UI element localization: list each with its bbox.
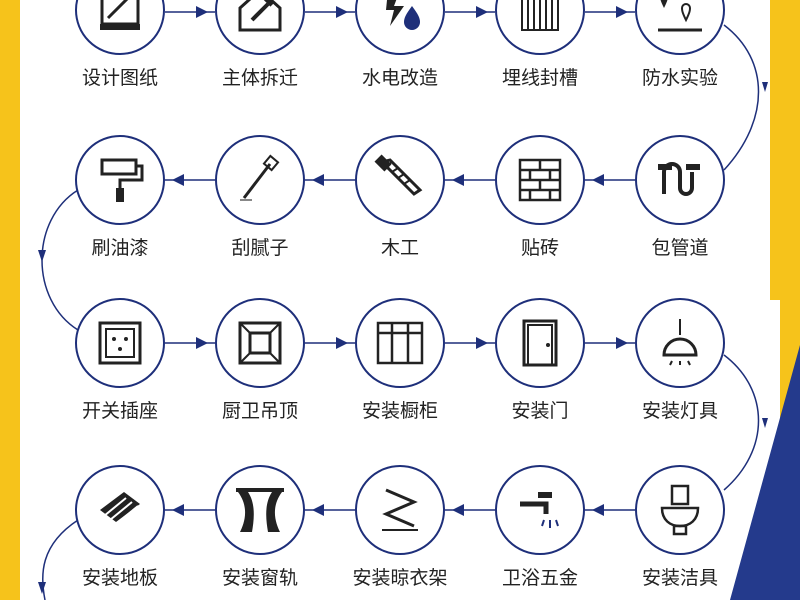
faucet-icon [520,492,559,528]
step-label: 埋线封槽 [501,67,578,89]
step-label: 开关插座 [81,400,158,422]
step-label: 安装橱柜 [361,400,438,422]
step-node [75,298,165,388]
floorboard-icon [100,492,140,525]
socket-icon [98,321,142,365]
step-label: 贴砖 [520,237,559,259]
step-label: 刷油漆 [91,237,149,259]
step-node [355,135,445,225]
clothes-rack-icon [382,488,418,531]
step-label: 刮腻子 [231,237,289,259]
toilet-icon [660,484,700,536]
paint-roller-icon [100,158,144,202]
step-node [355,298,445,388]
step-node [215,0,305,55]
ceiling-icon [238,321,282,365]
step-label: 主体拆迁 [221,67,298,89]
step-label: 卫浴五金 [501,567,578,589]
step-node [215,298,305,388]
step-label: 设计图纸 [81,67,158,89]
step-node [75,465,165,555]
cabinet-icon [376,321,424,365]
step-label: 防水实验 [641,67,718,89]
water-electric-icon [386,0,420,30]
step-node [215,465,305,555]
tile-icon [518,158,562,202]
step-node [215,135,305,225]
step-node [635,0,725,55]
putty-knife-icon [240,154,280,201]
step-label: 包管道 [651,237,709,259]
lamp-icon [662,319,698,366]
saw-icon [374,154,423,196]
step-label: 安装晾衣架 [352,567,448,589]
step-node [495,135,585,225]
step-node [635,465,725,555]
step-node [355,465,445,555]
curtain-rail-icon [236,488,284,532]
step-label: 水电改造 [361,67,438,89]
design-drawing-icon [100,0,140,30]
step-label: 木工 [380,237,419,259]
step-node [75,135,165,225]
step-label: 安装洁具 [641,567,718,589]
door-icon [522,319,558,367]
step-node [495,298,585,388]
step-label: 安装灯具 [641,400,718,422]
background-yellow-right [770,0,800,300]
step-node [355,0,445,55]
pipe-wrap-icon [658,162,700,196]
step-node [635,135,725,225]
step-node [75,0,165,55]
step-label: 安装窗轨 [221,567,298,589]
waterproof-test-icon [658,0,702,32]
wire-channel-icon [521,0,559,31]
step-label: 安装门 [511,400,569,422]
step-node [495,465,585,555]
step-label: 厨卫吊顶 [221,400,298,422]
step-label: 安装地板 [81,567,158,589]
demolition-icon [238,0,282,32]
step-node [495,0,585,55]
step-node [635,298,725,388]
